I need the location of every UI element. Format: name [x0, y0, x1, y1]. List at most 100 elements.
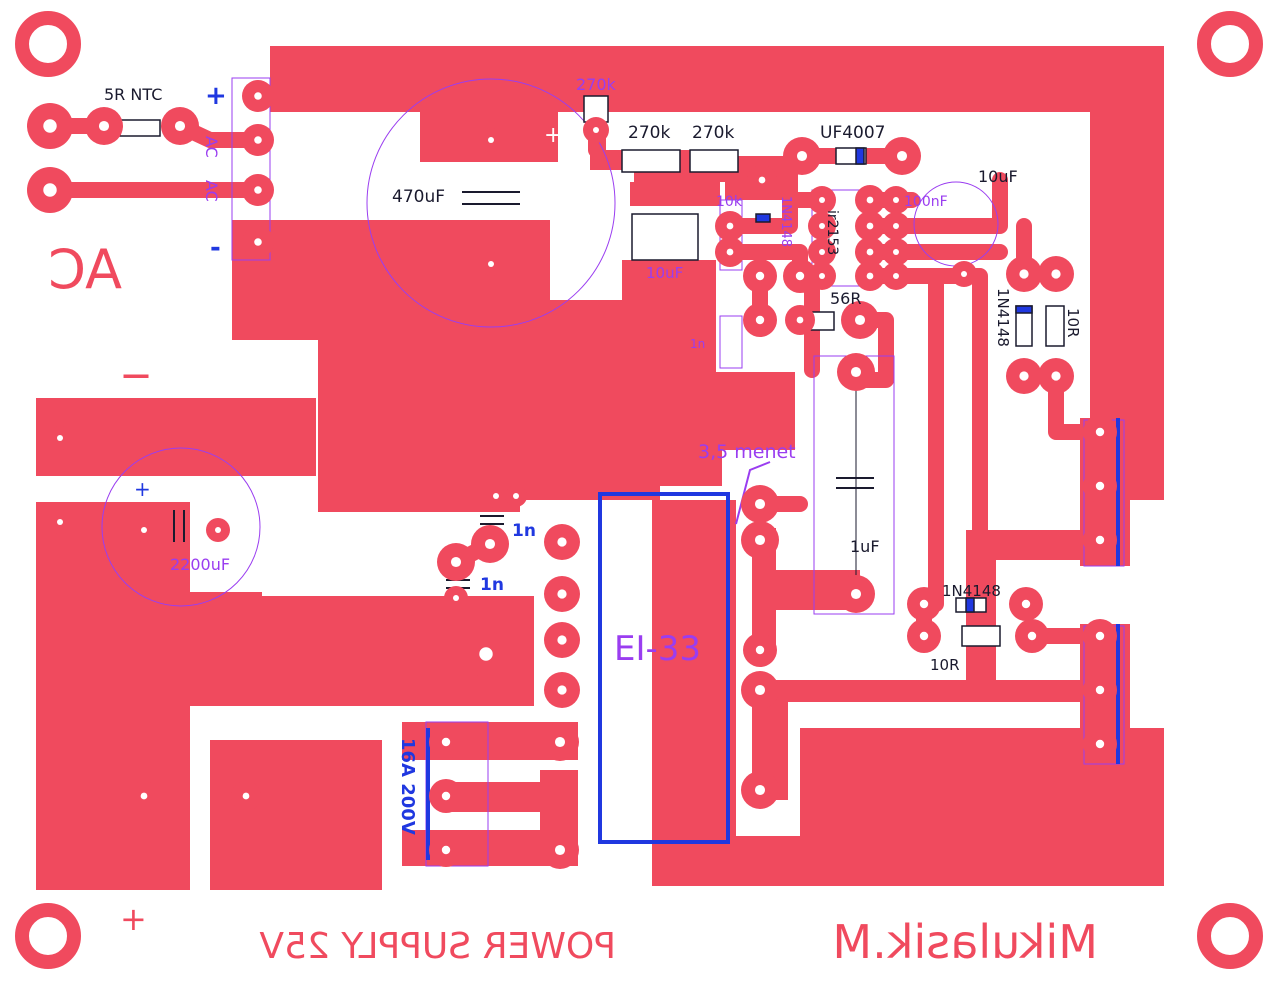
- pad-drill: [1095, 481, 1105, 491]
- pad-drill: [866, 248, 874, 256]
- res-270k-b: [689, 149, 739, 173]
- pad-drill: [1095, 631, 1105, 641]
- pad-drill: [254, 92, 262, 100]
- pad-drill: [557, 589, 567, 599]
- label-cap470-plus: +: [544, 123, 562, 148]
- pad-drill: [254, 136, 262, 144]
- pad-drill: [43, 119, 57, 133]
- pad-drill: [441, 845, 451, 855]
- pad-drill: [795, 271, 805, 281]
- terminal-outline-top: [231, 77, 271, 261]
- pad-drill: [866, 196, 874, 204]
- pad-drill: [754, 684, 766, 696]
- trace-ic-r2: [862, 172, 1008, 234]
- mount-hole-bl: [15, 903, 81, 969]
- pad-drill: [961, 271, 967, 277]
- diode-1n4148-right-band: [1015, 305, 1033, 314]
- pad-drill: [1051, 371, 1061, 381]
- label-1n4148-a: 1N4148: [778, 196, 793, 247]
- label-minus-top: -: [210, 233, 221, 263]
- pad-drill: [850, 366, 862, 378]
- pad-drill: [488, 261, 494, 267]
- copper-bottom-mid: [210, 740, 382, 890]
- blue-bars: [426, 418, 1120, 860]
- pad-drill: [1095, 427, 1105, 437]
- pads: [27, 80, 1117, 869]
- pad-drill: [850, 588, 862, 600]
- pad-drill: [819, 249, 825, 255]
- copper-minus-pour: [36, 398, 316, 476]
- label-wire-note: 3,5 menet: [698, 441, 796, 463]
- ntc-resistor: [119, 119, 161, 137]
- res-10r-low: [961, 625, 1001, 647]
- pad-drill: [479, 647, 493, 661]
- res-10r-right: [1045, 305, 1065, 347]
- label-270k-a: 270k: [628, 123, 670, 143]
- pad-drill: [893, 197, 899, 203]
- copper-main-pour: [232, 220, 795, 512]
- pad-drill: [593, 127, 599, 133]
- copper-secondary: [652, 500, 1164, 886]
- pad-drill: [557, 537, 567, 547]
- pad-drill: [242, 792, 250, 800]
- pad-drill: [254, 238, 262, 246]
- label-1n4148-low: 1N4148: [942, 582, 1001, 600]
- label-56r: 56R: [830, 289, 861, 308]
- copper-l-trace: [752, 680, 1080, 800]
- pad-drill: [755, 645, 765, 655]
- pad-drill: [1027, 631, 1037, 641]
- res-10k: [755, 213, 771, 223]
- label-cap10uf-right: 10uF: [978, 167, 1018, 186]
- label-minus-left: —: [122, 358, 150, 391]
- pad-drill: [450, 556, 462, 568]
- mount-hole-tr: [1197, 11, 1263, 77]
- label-uf4007: UF4007: [820, 123, 886, 143]
- pad-drill: [98, 120, 110, 132]
- pad-drill: [557, 685, 567, 695]
- copper-res-pads: [630, 182, 720, 206]
- pad-drill: [1095, 739, 1105, 749]
- pad-drill: [819, 223, 825, 229]
- pad-drill: [1095, 535, 1105, 545]
- label-ac-big: AC: [48, 238, 122, 301]
- pad-drill: [513, 493, 519, 499]
- label-cap1uf: 1uF: [850, 537, 880, 556]
- pad-drill: [453, 595, 459, 601]
- res-270k-a: [621, 149, 681, 173]
- label-ac1: AC: [202, 136, 221, 158]
- label-ic: ir2153: [824, 210, 840, 255]
- diode-uf4007-band: [855, 147, 865, 165]
- label-plus-top: +: [205, 81, 227, 111]
- pad-drill: [1019, 371, 1029, 381]
- pad-drill: [796, 150, 808, 162]
- pad-drill: [755, 271, 765, 281]
- pad-drill: [726, 222, 734, 230]
- pad-drill: [484, 538, 496, 550]
- pad-drill: [919, 599, 929, 609]
- cap470-outline: [366, 78, 616, 328]
- mount-hole-tl: [15, 11, 81, 77]
- pad-drill: [726, 248, 734, 256]
- label-cap10uf-left: 10uF: [646, 264, 683, 282]
- pad-drill: [893, 273, 899, 279]
- pad-drill: [819, 273, 825, 279]
- label-270k-top: 270k: [576, 75, 617, 94]
- pad-drill: [1021, 599, 1031, 609]
- label-author: Mikulasik.M: [832, 915, 1098, 969]
- pad-drill: [1051, 269, 1061, 279]
- label-10r-right: 10R: [1064, 308, 1082, 338]
- copper-t-trace: [752, 528, 860, 650]
- label-plus-bottom: +: [120, 900, 147, 938]
- pad-drill: [1095, 685, 1105, 695]
- label-title: POWER SUPPLY 25V: [259, 926, 616, 967]
- mount-hole-br: [1197, 903, 1263, 969]
- pad-drill: [254, 186, 262, 194]
- label-ntc: 5R NTC: [104, 85, 162, 104]
- trace-ic-l1: [722, 192, 828, 234]
- pad-drill: [754, 534, 766, 546]
- pad-drill: [819, 197, 825, 203]
- pad-drill: [754, 498, 766, 510]
- pad-drill: [754, 784, 766, 796]
- label-bridge: 16A 200V: [397, 738, 418, 835]
- pad-drill: [140, 792, 148, 800]
